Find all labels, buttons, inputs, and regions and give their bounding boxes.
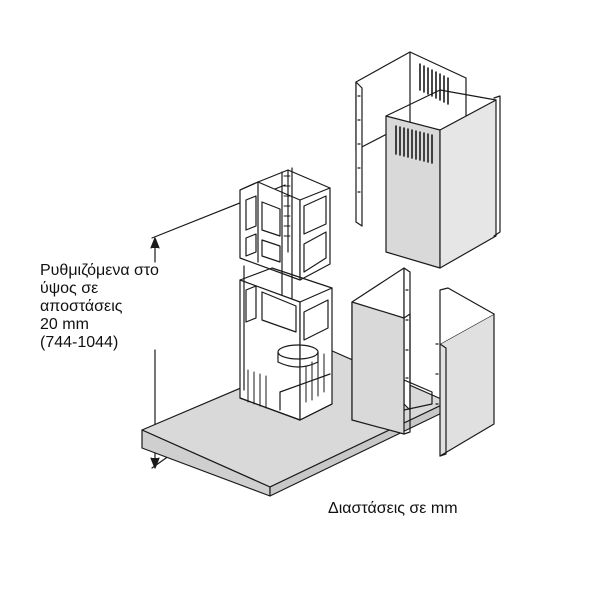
height-adjust-note-line-4: 20 mm xyxy=(40,316,89,333)
upper-duct-front xyxy=(385,89,501,269)
lower-duct-side-panel xyxy=(435,287,495,457)
height-adjust-note-line-5: (744-1044) xyxy=(40,334,119,351)
lower-duct-front xyxy=(351,301,411,435)
mounting-frame xyxy=(239,167,333,421)
height-adjust-note-line-2: ύψος σε xyxy=(40,280,99,297)
height-adjust-note-line-1: Ρυθμιζόμενα στο xyxy=(40,262,159,279)
height-adjust-note-line-3: αποστάσεις xyxy=(40,298,123,315)
dimensions-caption: Διαστάσεις σε mm xyxy=(328,500,458,517)
